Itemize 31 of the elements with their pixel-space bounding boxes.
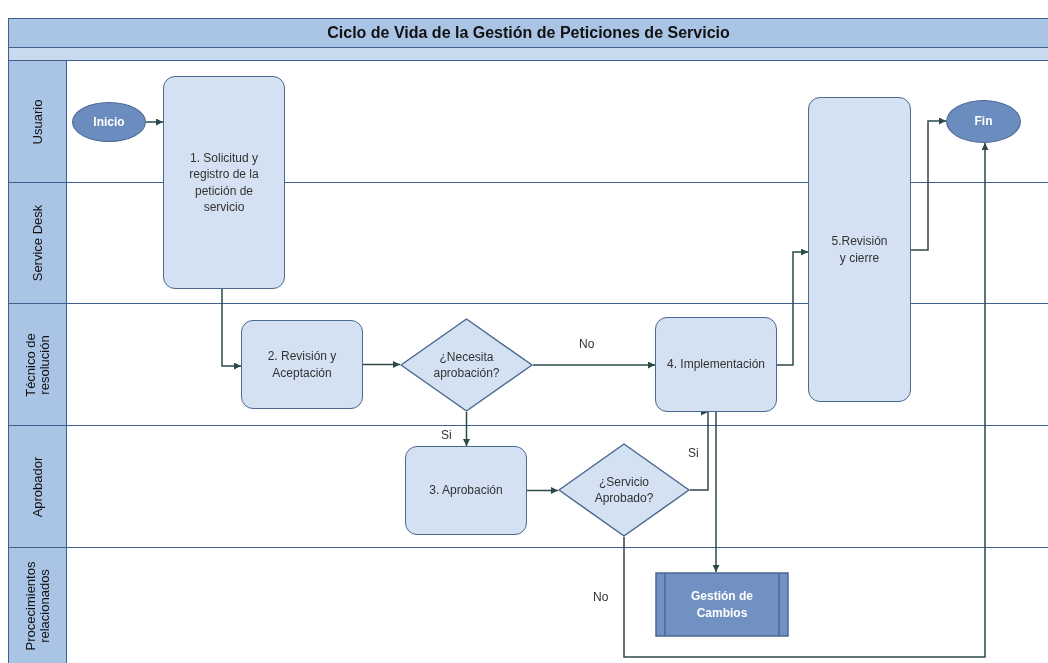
process-box: 1. Solicitud y registro de la petición de servicio [163, 76, 285, 289]
arrow [221, 288, 242, 370]
arrow [623, 142, 989, 658]
arrow [463, 411, 470, 447]
lane-label: Usuario [30, 99, 45, 144]
edge-label: Si [686, 446, 701, 460]
process-box: 3. Aprobación [405, 446, 527, 535]
arrow [532, 361, 656, 369]
process-box: 4. Implementación [655, 317, 777, 412]
lane-label: Aprobador [30, 456, 45, 517]
edge-label: No [577, 337, 597, 351]
process-box: 5.Revisión y cierre [808, 97, 911, 402]
arrow [145, 118, 164, 126]
edge-label: No [591, 590, 611, 604]
decision-diamond: ¿Necesita aprobación? [400, 318, 533, 412]
process-box: 2. Revisión y Aceptación [241, 320, 363, 409]
terminal-ellipse: Inicio [72, 102, 146, 142]
decision-diamond: ¿Servicio Aprobado? [558, 443, 690, 537]
lane-label: Service Desk [30, 204, 45, 282]
diagram-title: Ciclo de Vida de la Gestión de Peticiones de Servicio [326, 23, 731, 43]
arrow [689, 411, 712, 491]
lane-label: Procecimientos relacionados [23, 560, 52, 652]
arrow [776, 248, 809, 366]
terminal-ellipse: Fin [946, 100, 1021, 143]
arrow [362, 361, 401, 368]
lane-label: Técnico de resolución [23, 331, 52, 399]
arrow [712, 411, 720, 573]
predefined-process-box: Gestión de Cambios [655, 572, 789, 637]
edge-label: Si [439, 428, 454, 442]
arrow [526, 487, 559, 494]
arrow [910, 117, 947, 251]
